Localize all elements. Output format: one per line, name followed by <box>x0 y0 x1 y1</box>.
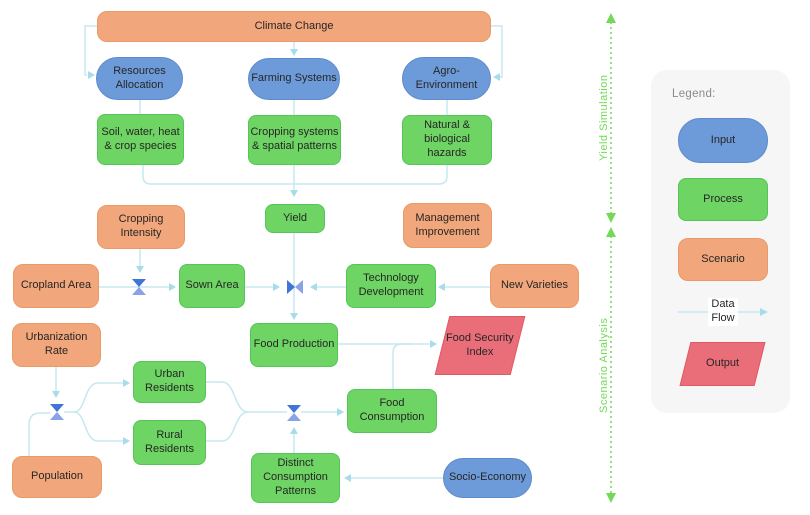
node-sown-area[interactable]: Sown Area <box>179 264 245 308</box>
node-rural-residents[interactable]: Rural Residents <box>133 420 206 465</box>
node-yield[interactable]: Yield <box>265 204 325 233</box>
node-cropping-systems[interactable]: Cropping systems & spatial patterns <box>248 115 341 165</box>
legend-process-swatch: Process <box>678 178 768 221</box>
node-socio-economy[interactable]: Socio-Economy <box>443 458 532 498</box>
node-climate-change[interactable]: Climate Change <box>97 11 491 42</box>
phase-label-yield-simulation: Yield Simulation <box>598 74 610 162</box>
node-soil-water-heat[interactable]: Soil, water, heat & crop species <box>97 114 184 165</box>
node-farming-systems[interactable]: Farming Systems <box>248 58 340 100</box>
legend-output-label: Output <box>705 357 740 370</box>
valve-icon-sown-area <box>132 279 146 295</box>
node-food-production[interactable]: Food Production <box>250 323 338 367</box>
node-management-improvement[interactable]: Management Improvement <box>403 203 492 248</box>
node-urban-residents[interactable]: Urban Residents <box>133 361 206 403</box>
node-resources-allocation[interactable]: Resources Allocation <box>96 57 183 100</box>
node-distinct-consumption-patterns[interactable]: Distinct Consumption Patterns <box>251 453 340 503</box>
legend-scenario-swatch: Scenario <box>678 238 768 281</box>
node-cropping-intensity[interactable]: Cropping Intensity <box>97 205 185 249</box>
node-agro-environment[interactable]: Agro- Environment <box>402 57 491 100</box>
legend-data-flow-label: Data Flow <box>693 295 753 329</box>
valve-icon-food-consumption <box>287 405 301 421</box>
legend-data-flow-text: Data Flow <box>708 298 738 326</box>
node-technology-development[interactable]: Technology Development <box>346 264 436 308</box>
node-food-security-index[interactable]: Food Security Index <box>434 316 526 375</box>
node-natural-hazards[interactable]: Natural & biological hazards <box>402 115 492 165</box>
node-food-security-index-label: Food Security Index <box>446 331 514 358</box>
legend-input-swatch: Input <box>678 118 768 163</box>
node-population[interactable]: Population <box>12 456 102 498</box>
valve-icon-yield <box>287 280 303 294</box>
phase-label-scenario-analysis: Scenario Analysis <box>598 317 610 413</box>
node-cropland-area[interactable]: Cropland Area <box>13 264 99 308</box>
legend-output-swatch: Output <box>679 342 766 386</box>
legend-title: Legend: <box>672 88 716 100</box>
valve-icon-population <box>50 404 64 420</box>
node-food-consumption[interactable]: Food Consumption <box>347 389 437 433</box>
node-new-varieties[interactable]: New Varieties <box>490 264 579 308</box>
node-urbanization-rate[interactable]: Urbanization Rate <box>12 323 101 367</box>
